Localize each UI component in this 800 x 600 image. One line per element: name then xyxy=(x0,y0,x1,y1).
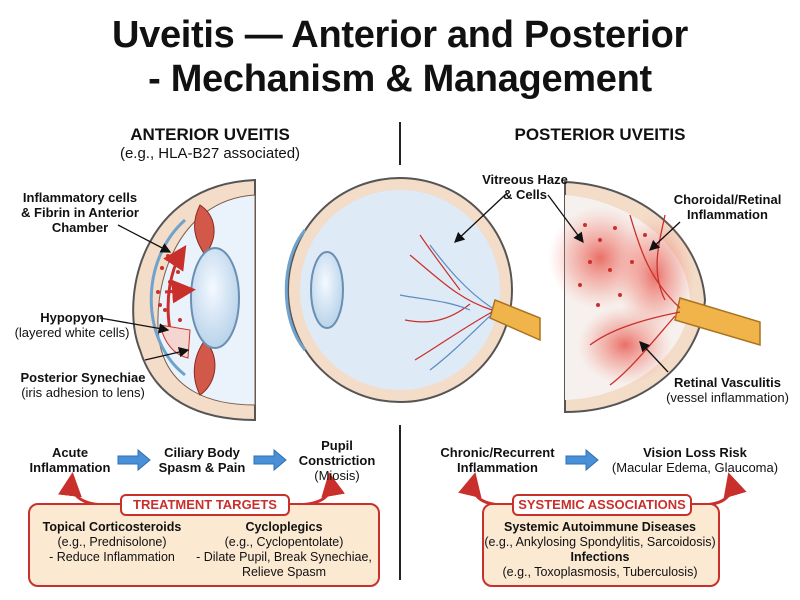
flow-vision-loss: Vision Loss Risk(Macular Edema, Glaucoma… xyxy=(611,445,779,475)
treatment-cycloplegics: Cycloplegics (e.g., Cyclopentolate) - Di… xyxy=(196,520,372,579)
leader-haze-2 xyxy=(547,194,584,244)
title-line-2: - Mechanism & Management xyxy=(148,58,652,100)
title-line-1: Uveitis — Anterior and Posterior xyxy=(111,14,688,56)
curve-arrow-p1 xyxy=(458,472,506,507)
label-retinal-vasculitis: Retinal Vasculitis (vessel inflammation) xyxy=(666,375,789,405)
flow-arrow-2 xyxy=(253,448,287,472)
label-vitreous-haze: Vitreous Haze & Cells xyxy=(482,172,568,202)
center-eye-diagram xyxy=(284,177,541,403)
leader-choroid xyxy=(649,221,681,251)
posterior-heading: POSTERIOR UVEITIS xyxy=(514,125,686,144)
curve-arrow-p2 xyxy=(699,472,747,507)
flow-arrow-3 xyxy=(565,448,599,472)
systemic-associations-tag: SYSTEMIC ASSOCIATIONS xyxy=(512,494,692,516)
treatment-corticosteroids: Topical Corticosteroids (e.g., Prednisol… xyxy=(42,520,182,564)
anterior-subheading: (e.g., HLA-B27 associated) xyxy=(119,145,301,162)
label-hypopyon: Hypopyon (layered white cells) xyxy=(14,310,130,340)
curve-arrow-a1 xyxy=(57,472,109,507)
leader-synechiae xyxy=(144,346,190,361)
anterior-eye-diagram xyxy=(132,178,256,422)
systemic-associations-text: Systemic Autoimmune Diseases (e.g., Anky… xyxy=(484,520,716,579)
label-choroidal-inflammation: Choroidal/Retinal Inflammation xyxy=(673,192,782,222)
leader-haze xyxy=(454,194,506,243)
leader-hypopyon xyxy=(99,317,170,334)
treatment-targets-box xyxy=(28,503,380,587)
leader-cells xyxy=(117,224,172,253)
anterior-heading: ANTERIOR UVEITIS xyxy=(130,125,290,144)
treatment-targets-tag: TREATMENT TARGETS xyxy=(120,494,290,516)
label-inflammatory-cells: Inflammatory cells & Fibrin in Anterior … xyxy=(21,190,139,235)
leader-vasc xyxy=(639,341,669,373)
flow-arrow-1 xyxy=(117,448,151,472)
label-synechiae: Posterior Synechiae (iris adhesion to le… xyxy=(20,370,146,400)
